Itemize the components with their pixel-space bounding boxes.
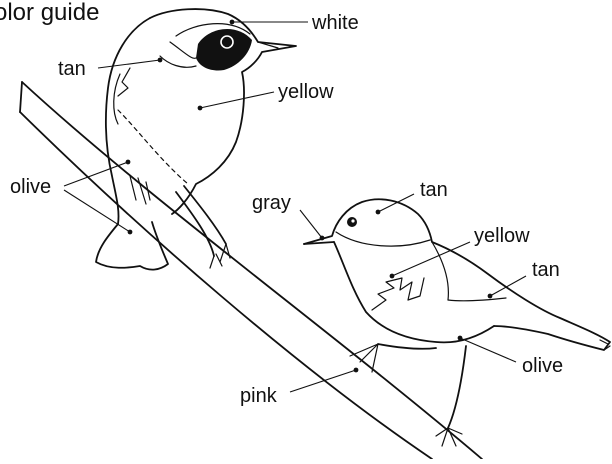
- label-tan-female-head: tan: [420, 179, 448, 201]
- label-tan-female-wing: tan: [532, 259, 560, 281]
- diagram-title: olor guide: [0, 0, 99, 26]
- male-bird: [96, 9, 296, 270]
- label-yellow-female: yellow: [474, 225, 530, 247]
- label-olive-female: olive: [522, 355, 563, 377]
- label-gray: gray: [252, 192, 291, 214]
- label-yellow-male: yellow: [278, 81, 334, 103]
- black-mask: [196, 29, 252, 71]
- label-pink: pink: [240, 385, 278, 407]
- leader-lines: [64, 20, 526, 392]
- label-tan-male: tan: [58, 58, 86, 80]
- label-olive-male: olive: [10, 176, 51, 198]
- female-bird: [304, 199, 610, 446]
- label-white: white: [311, 12, 359, 34]
